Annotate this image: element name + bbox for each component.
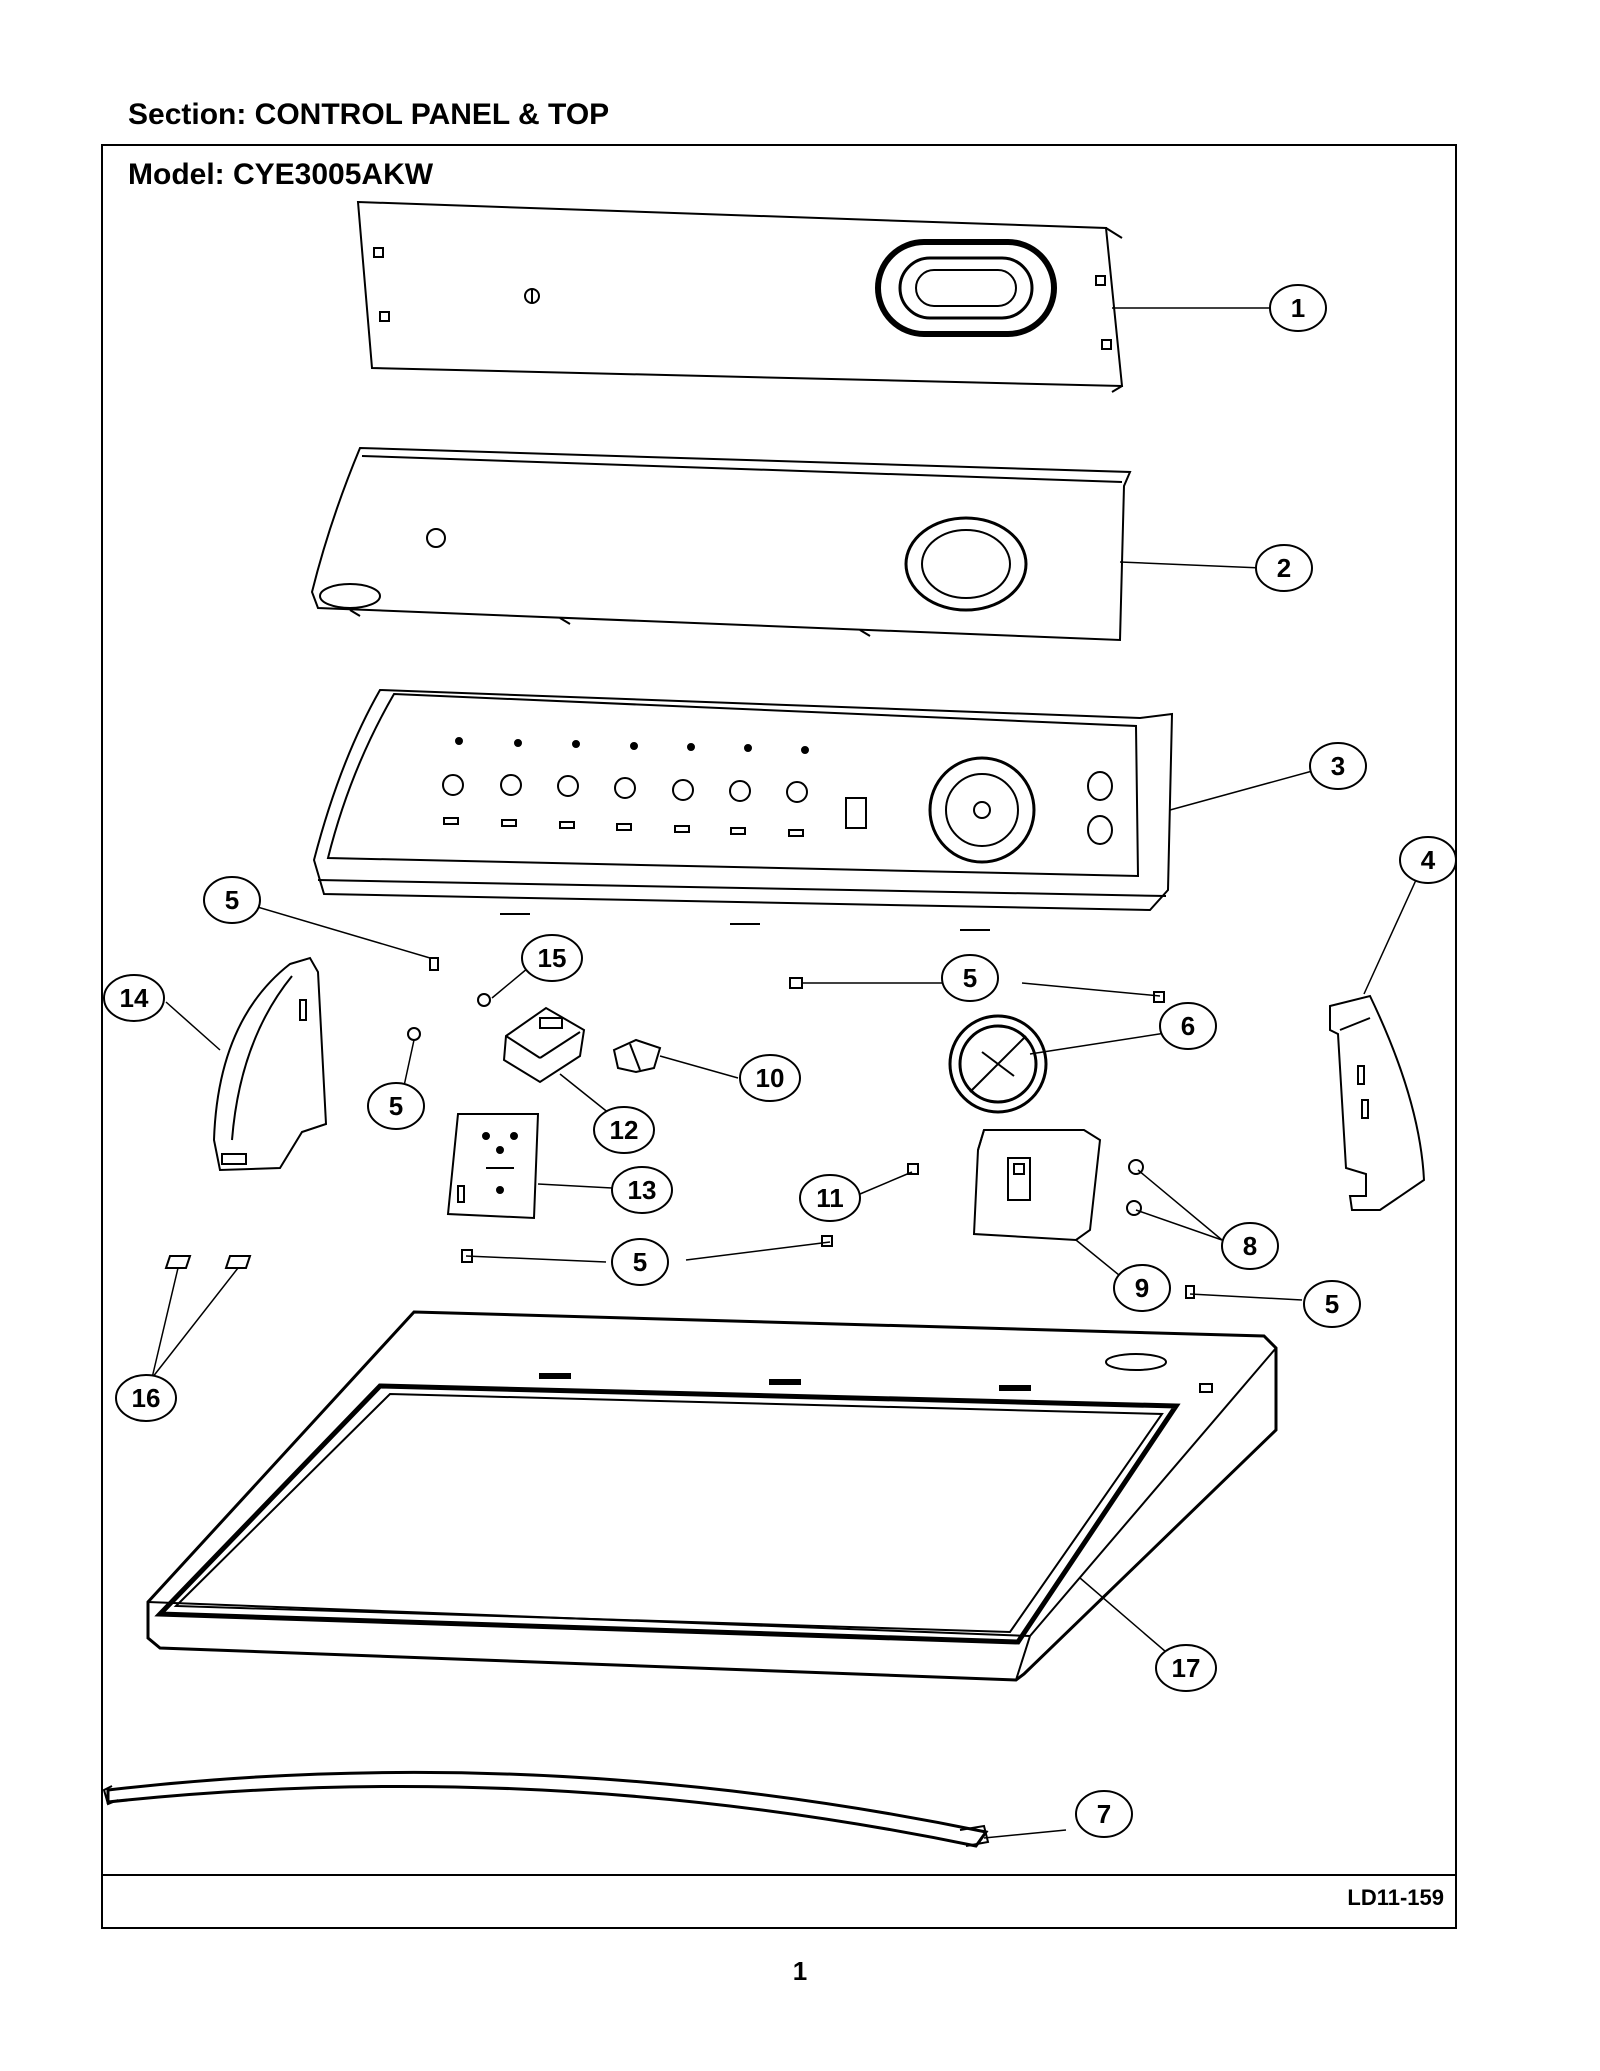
right-end-cap-part bbox=[1329, 994, 1426, 1211]
svg-text:10: 10 bbox=[756, 1063, 785, 1093]
timer-knob-part bbox=[948, 1014, 1048, 1114]
svg-text:6: 6 bbox=[1181, 1011, 1195, 1041]
svg-text:4: 4 bbox=[1421, 845, 1436, 875]
callout-17: 17 bbox=[1155, 1644, 1217, 1692]
callout-15: 15 bbox=[521, 934, 583, 982]
callout-12: 12 bbox=[593, 1106, 655, 1154]
callout-7: 7 bbox=[1075, 1790, 1133, 1838]
knob-part bbox=[612, 1038, 662, 1074]
pad-parts bbox=[164, 1255, 252, 1269]
callout-2: 2 bbox=[1255, 544, 1313, 592]
callout-8: 8 bbox=[1221, 1222, 1279, 1270]
callout-16: 16 bbox=[115, 1374, 177, 1422]
callout-5a: 5 bbox=[203, 876, 261, 924]
svg-text:5: 5 bbox=[633, 1247, 647, 1277]
svg-text:5: 5 bbox=[389, 1091, 403, 1121]
diagram-frame bbox=[101, 144, 1457, 1929]
svg-text:11: 11 bbox=[816, 1183, 844, 1213]
svg-text:12: 12 bbox=[610, 1115, 639, 1145]
callout-1: 1 bbox=[1269, 284, 1327, 332]
top-lid-part bbox=[146, 1310, 1278, 1682]
svg-text:2: 2 bbox=[1277, 553, 1291, 583]
svg-text:17: 17 bbox=[1172, 1653, 1201, 1683]
callout-5b: 5 bbox=[941, 954, 999, 1002]
callout-bubbles: 1 2 3 4 5 15 5 14 6 5 10 12 13 11 8 5 9 … bbox=[103, 284, 1457, 1838]
svg-text:5: 5 bbox=[225, 885, 239, 915]
callout-6: 6 bbox=[1159, 1002, 1217, 1050]
drawing-id: LD11-159 bbox=[1347, 1885, 1444, 1910]
callout-9: 9 bbox=[1113, 1264, 1171, 1312]
callout-14: 14 bbox=[103, 974, 165, 1022]
control-panel-cover-part bbox=[310, 446, 1132, 642]
section-title: Section: CONTROL PANEL & TOP bbox=[128, 98, 610, 131]
svg-text:8: 8 bbox=[1243, 1231, 1257, 1261]
svg-text:3: 3 bbox=[1331, 751, 1345, 781]
callout-10: 10 bbox=[739, 1054, 801, 1102]
button-parts bbox=[1126, 1159, 1144, 1216]
svg-text:16: 16 bbox=[132, 1383, 161, 1413]
callout-5c: 5 bbox=[367, 1082, 425, 1130]
switch-part bbox=[972, 1129, 1102, 1242]
callout-5d: 5 bbox=[611, 1238, 669, 1286]
left-end-cap-part bbox=[212, 956, 328, 1172]
trim-strip-part bbox=[102, 1770, 990, 1848]
svg-text:7: 7 bbox=[1097, 1799, 1111, 1829]
svg-text:5: 5 bbox=[963, 963, 977, 993]
svg-text:13: 13 bbox=[628, 1175, 657, 1205]
svg-text:5: 5 bbox=[1325, 1289, 1339, 1319]
console-knob-holes bbox=[442, 737, 809, 837]
page-number: 1 bbox=[792, 1956, 808, 1986]
callout-5e: 5 bbox=[1303, 1280, 1361, 1328]
callout-11: 11 bbox=[799, 1174, 861, 1222]
circuit-plate-part bbox=[446, 1113, 540, 1220]
console-part bbox=[312, 688, 1174, 931]
model-title: Model: CYE3005AKW bbox=[128, 158, 434, 191]
svg-text:15: 15 bbox=[538, 943, 567, 973]
selector-switch-part bbox=[502, 1006, 586, 1084]
callout-4: 4 bbox=[1399, 836, 1457, 884]
leader-lines bbox=[151, 307, 1417, 1839]
svg-text:1: 1 bbox=[1291, 293, 1305, 323]
callout-3: 3 bbox=[1309, 742, 1367, 790]
footer-divider bbox=[101, 1874, 1457, 1876]
svg-text:14: 14 bbox=[120, 983, 149, 1013]
rear-panel-part bbox=[356, 200, 1124, 393]
callout-13: 13 bbox=[611, 1166, 673, 1214]
svg-text:9: 9 bbox=[1135, 1273, 1149, 1303]
